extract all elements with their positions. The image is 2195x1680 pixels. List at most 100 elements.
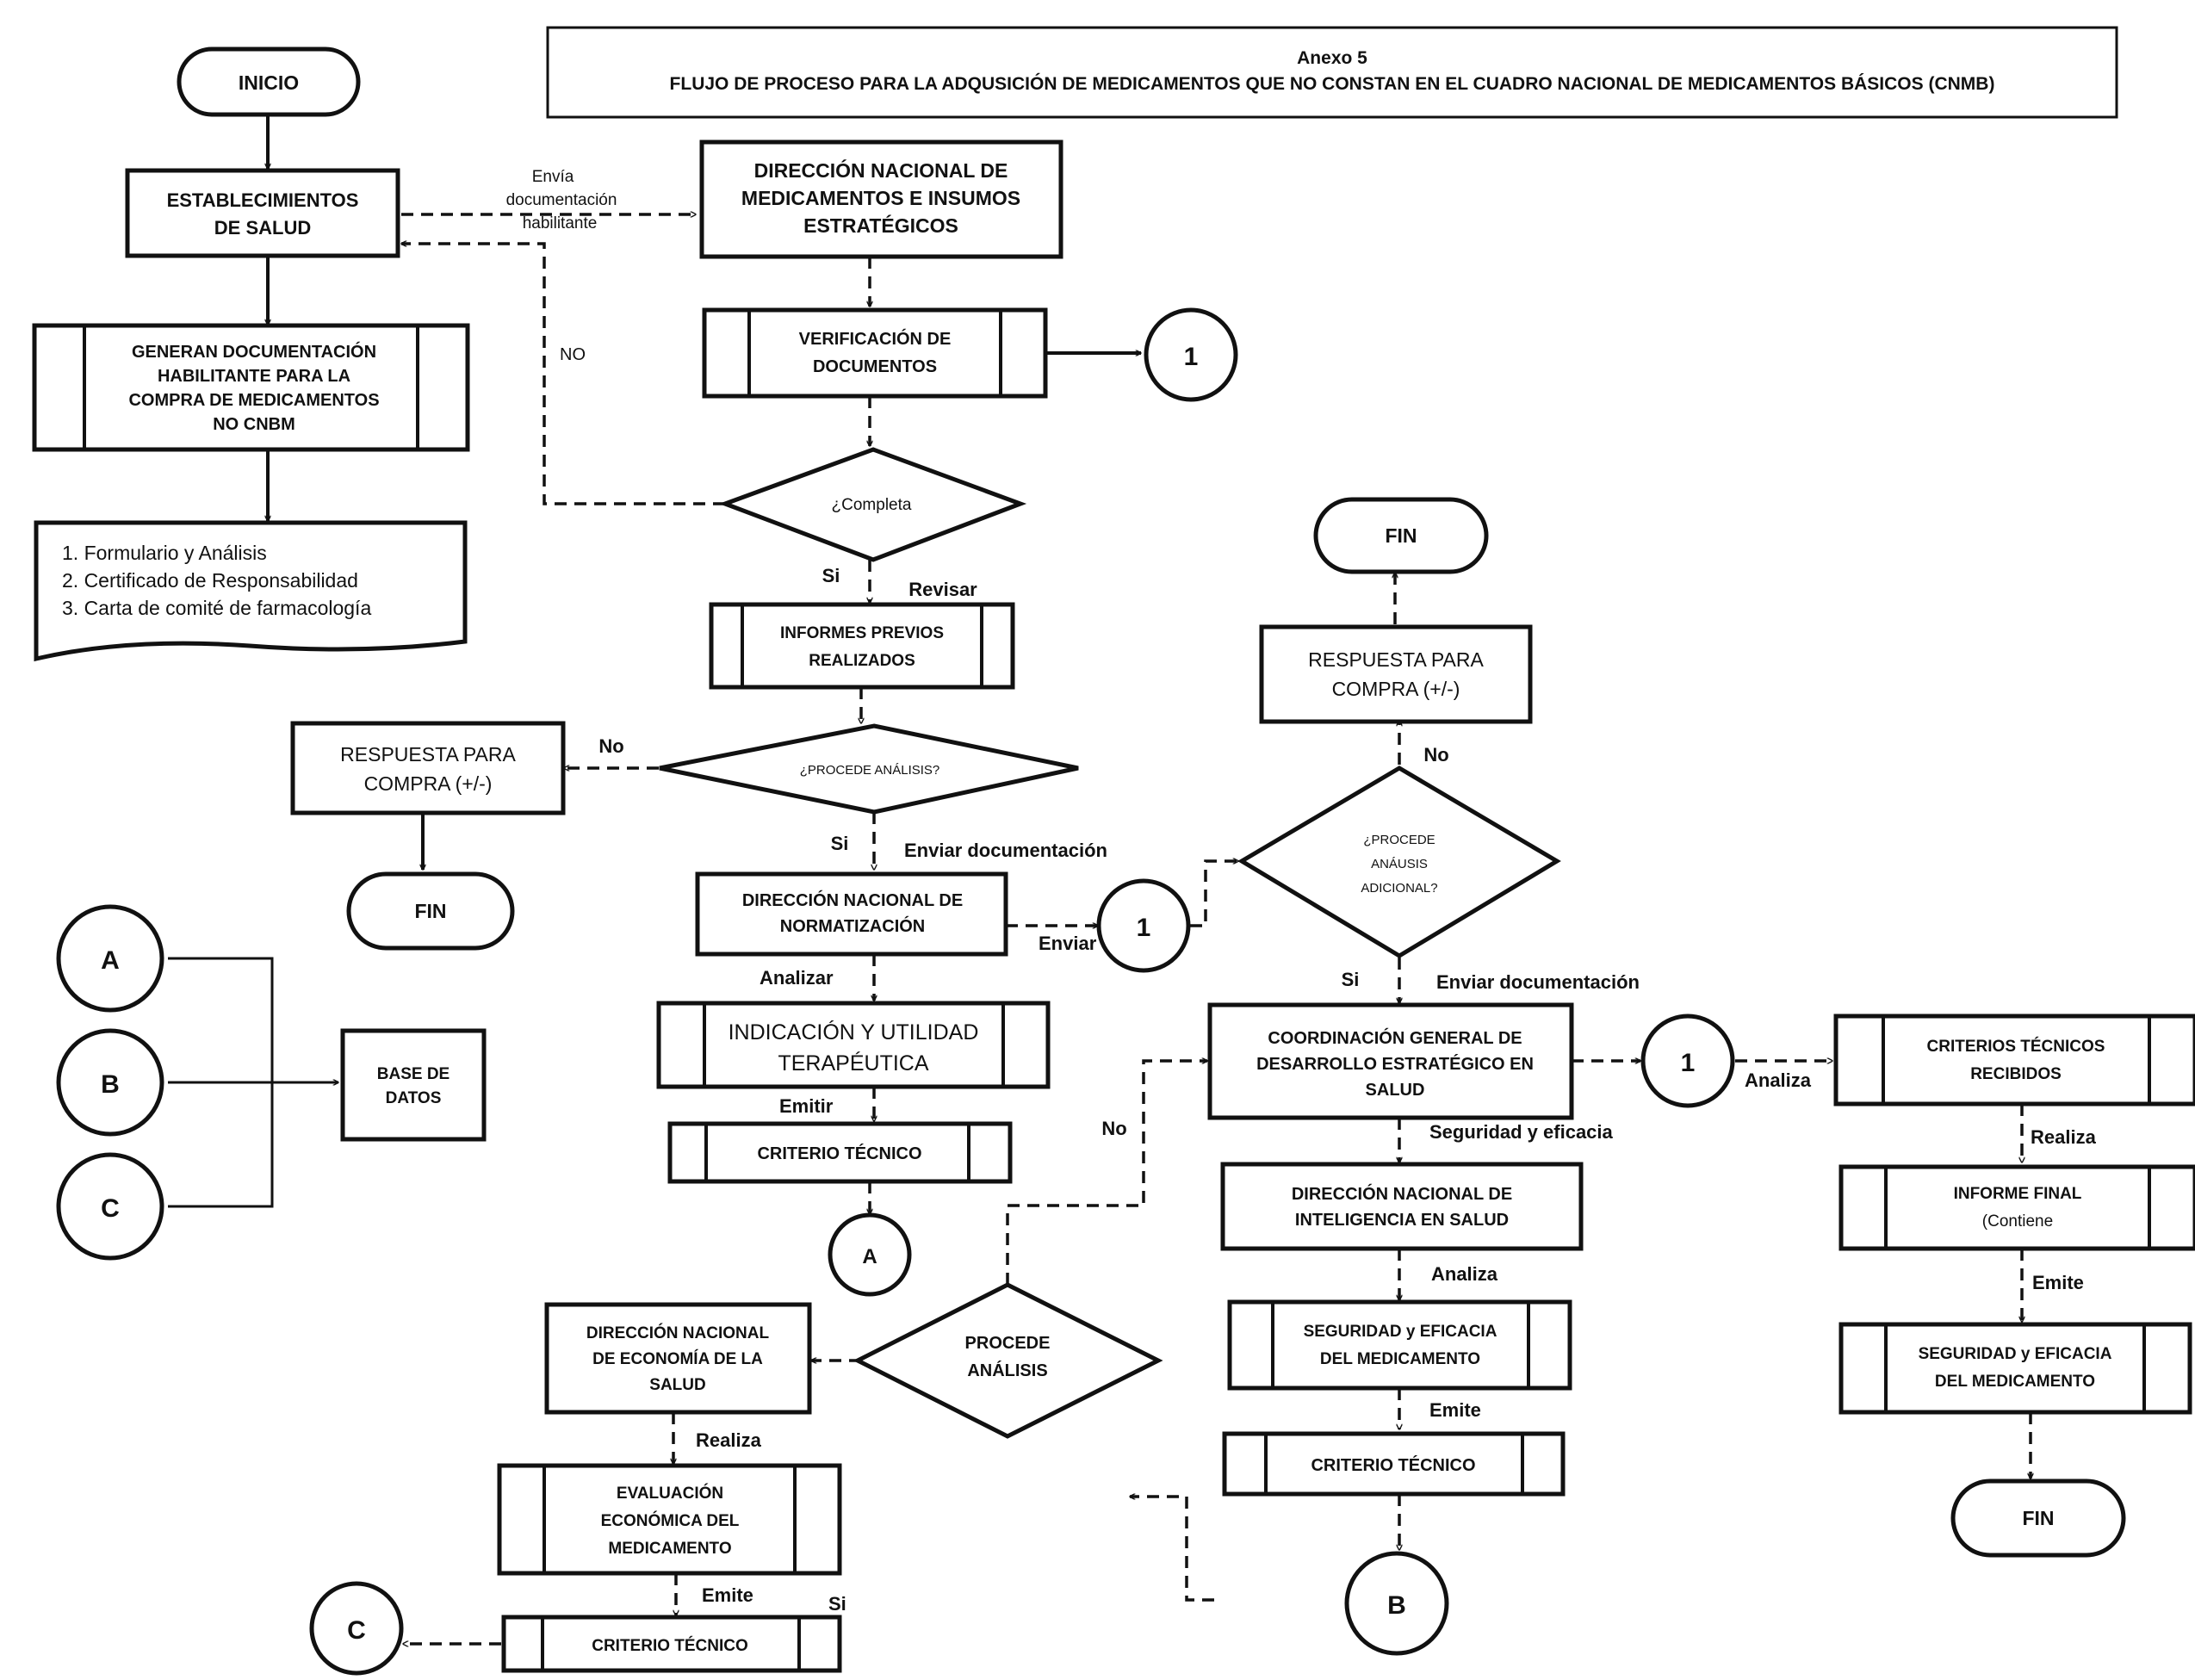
svg-text:FIN: FIN (414, 900, 446, 922)
svg-text:CRITERIOS TÉCNICOS: CRITERIOS TÉCNICOS (1927, 1037, 2105, 1056)
svg-text:DESARROLLO ESTRATÉGICO EN: DESARROLLO ESTRATÉGICO EN (1256, 1054, 1534, 1074)
verificacion-line-2: DOCUMENTOS (813, 357, 937, 376)
svg-text:¿PROCEDE: ¿PROCEDE (1363, 833, 1435, 847)
label-analiza-criterios: Analiza (1745, 1069, 1812, 1091)
label-emite-seguridad: Emite (1429, 1399, 1481, 1421)
svg-text:RECIBIDOS: RECIBIDOS (1970, 1065, 2062, 1083)
connector-b-left: B (56, 1028, 164, 1137)
svg-text:CRITERIO TÉCNICO: CRITERIO TÉCNICO (1311, 1455, 1475, 1475)
label-enviar-documentacion-1: Enviar documentación (904, 840, 1107, 861)
connector-a-center: A (828, 1212, 912, 1297)
generan-line-1: GENERAN DOCUMENTACIÓN (132, 341, 376, 362)
svg-text:PROCEDE: PROCEDE (965, 1334, 1051, 1353)
svg-text:MEDICAMENTO: MEDICAMENTO (608, 1540, 731, 1558)
establecimientos-line-1: ESTABLECIMIENTOS (167, 189, 359, 211)
node-direccion-normatizacion: DIRECCIÓN NACIONAL DE NORMATIZACIÓN (695, 871, 1008, 957)
dnmis-line-2: MEDICAMENTOS E INSUMOS (741, 187, 1020, 209)
label-enviar-documentacion-2: Enviar documentación (1436, 971, 1640, 993)
edge-procede2-coordinacion (1006, 1061, 1207, 1285)
svg-text:FIN: FIN (1385, 524, 1417, 547)
svg-text:INFORMES PREVIOS: INFORMES PREVIOS (780, 624, 944, 642)
edge-1-procede-adicional (1190, 861, 1238, 927)
connector-c-bottom: C (309, 1581, 404, 1676)
decision-procede-adicional: ¿PROCEDE ANÁUSIS ADICIONAL? (1237, 766, 1561, 958)
svg-text:SALUD: SALUD (649, 1376, 705, 1394)
completa-label: ¿Completa (832, 496, 912, 514)
label-si-procede: Si (831, 833, 849, 854)
node-coordinacion-general: COORDINACIÓN GENERAL DE DESARROLLO ESTRA… (1207, 1002, 1574, 1120)
svg-text:CRITERIO TÉCNICO: CRITERIO TÉCNICO (757, 1144, 921, 1163)
label-realiza-informe: Realiza (2031, 1126, 2097, 1148)
node-criterios-recibidos: CRITERIOS TÉCNICOS RECIBIDOS (1833, 1014, 2195, 1107)
node-establecimientos-salud: ESTABLECIMIENTOS DE SALUD (125, 168, 400, 258)
svg-text:ECONÓMICA DEL: ECONÓMICA DEL (601, 1511, 740, 1530)
svg-text:REALIZADOS: REALIZADOS (809, 652, 915, 670)
svg-text:A: A (101, 946, 120, 975)
node-document-list: 1. Formulario y Análisis 2. Certificado … (34, 520, 468, 662)
node-evaluacion-economica: EVALUACIÓN ECONÓMICA DEL MEDICAMENTO (497, 1463, 842, 1576)
node-informe-final: INFORME FINAL (Contiene (1838, 1164, 2195, 1251)
svg-text:A: A (862, 1245, 877, 1268)
svg-text:BASE DE: BASE DE (377, 1065, 450, 1083)
connector-1-middle: 1 (1096, 878, 1191, 973)
label-seguridad-eficacia: Seguridad y eficacia (1429, 1121, 1614, 1143)
node-informes-previos: INFORMES PREVIOS REALIZADOS (709, 602, 1015, 690)
node-seguridad-eficacia-right: SEGURIDAD y EFICACIA DEL MEDICAMENTO (1838, 1322, 2192, 1415)
svg-text:FIN: FIN (2022, 1507, 2054, 1529)
connector-a-left: A (56, 904, 164, 1013)
terminal-fin-right-lower: FIN (1950, 1479, 2126, 1558)
node-generan-documentacion: GENERAN DOCUMENTACIÓN HABILITANTE PARA L… (32, 323, 470, 452)
node-respuesta-compra-right: RESPUESTA PARA COMPRA (+/-) (1259, 624, 1533, 724)
label-envia-documentacion: Envía documentación habilitante (506, 168, 617, 232)
svg-text:habilitante: habilitante (523, 214, 598, 232)
node-criterio-tecnico-bottom: CRITERIO TÉCNICO (501, 1615, 842, 1673)
edge-no-return (401, 244, 725, 505)
svg-text:SEGURIDAD y EFICACIA: SEGURIDAD y EFICACIA (1304, 1323, 1497, 1341)
document-item-2: 2. Certificado de Responsabilidad (62, 569, 358, 592)
label-revisar: Revisar (908, 579, 977, 600)
label-si-adicional: Si (1342, 969, 1360, 990)
connector-1-right: 1 (1640, 1014, 1735, 1108)
node-seguridad-eficacia-center: SEGURIDAD y EFICACIA DEL MEDICAMENTO (1227, 1299, 1572, 1391)
node-base-datos: BASE DE DATOS (340, 1028, 487, 1142)
label-no-procede2: No (1101, 1118, 1126, 1139)
svg-text:DEL MEDICAMENTO: DEL MEDICAMENTO (1935, 1373, 2095, 1391)
document-item-1: 1. Formulario y Análisis (62, 542, 267, 564)
node-dnmis: DIRECCIÓN NACIONAL DE MEDICAMENTOS E INS… (699, 139, 1063, 259)
node-respuesta-compra-left: RESPUESTA PARA COMPRA (+/-) (290, 721, 566, 815)
svg-text:INFORME FINAL: INFORME FINAL (1954, 1185, 2082, 1203)
terminal-fin-right-upper: FIN (1313, 497, 1489, 574)
svg-text:C: C (347, 1616, 366, 1645)
svg-text:DIRECCIÓN NACIONAL: DIRECCIÓN NACIONAL (586, 1324, 770, 1342)
svg-text:SALUD: SALUD (1366, 1081, 1425, 1100)
node-inicio: INICIO (177, 46, 361, 117)
svg-text:1: 1 (1137, 914, 1151, 942)
svg-text:TERAPÉUTICA: TERAPÉUTICA (778, 1051, 928, 1076)
svg-text:ANÁLISIS: ANÁLISIS (967, 1361, 1047, 1380)
label-no-procede: No (598, 735, 623, 757)
svg-text:DE ECONOMÍA DE LA: DE ECONOMÍA DE LA (592, 1349, 763, 1368)
label-realiza-evaluacion: Realiza (696, 1429, 762, 1451)
svg-text:Envía: Envía (532, 168, 574, 186)
svg-text:NORMATIZACIÓN: NORMATIZACIÓN (780, 915, 926, 936)
svg-text:INTELIGENCIA EN SALUD: INTELIGENCIA EN SALUD (1295, 1211, 1509, 1230)
label-emitir: Emitir (779, 1095, 834, 1117)
svg-text:COORDINACIÓN GENERAL DE: COORDINACIÓN GENERAL DE (1268, 1027, 1522, 1048)
svg-text:EVALUACIÓN: EVALUACIÓN (617, 1484, 723, 1503)
svg-text:ANÁUSIS: ANÁUSIS (1371, 857, 1428, 871)
document-item-3: 3. Carta de comité de farmacología (62, 597, 371, 619)
generan-line-2: HABILITANTE PARA LA (158, 367, 350, 386)
svg-text:B: B (1387, 1591, 1406, 1620)
decision-completa: ¿Completa (718, 447, 1027, 562)
svg-text:DATOS: DATOS (386, 1089, 442, 1107)
svg-text:C: C (101, 1194, 120, 1223)
dnmis-line-1: DIRECCIÓN NACIONAL DE (754, 158, 1008, 182)
svg-text:DEL MEDICAMENTO: DEL MEDICAMENTO (1320, 1350, 1480, 1368)
decision-procede-analisis-2: PROCEDE ANÁLISIS (853, 1282, 1163, 1439)
edges (168, 115, 2031, 1644)
connector-1-top: 1 (1144, 307, 1238, 402)
svg-text:ADICIONAL?: ADICIONAL? (1361, 881, 1437, 896)
establecimientos-line-2: DE SALUD (214, 217, 311, 239)
diagram-title: FLUJO DE PROCESO PARA LA ADQUSICIÓN DE M… (670, 73, 1995, 94)
label-analiza-dnis: Analiza (1431, 1263, 1498, 1285)
